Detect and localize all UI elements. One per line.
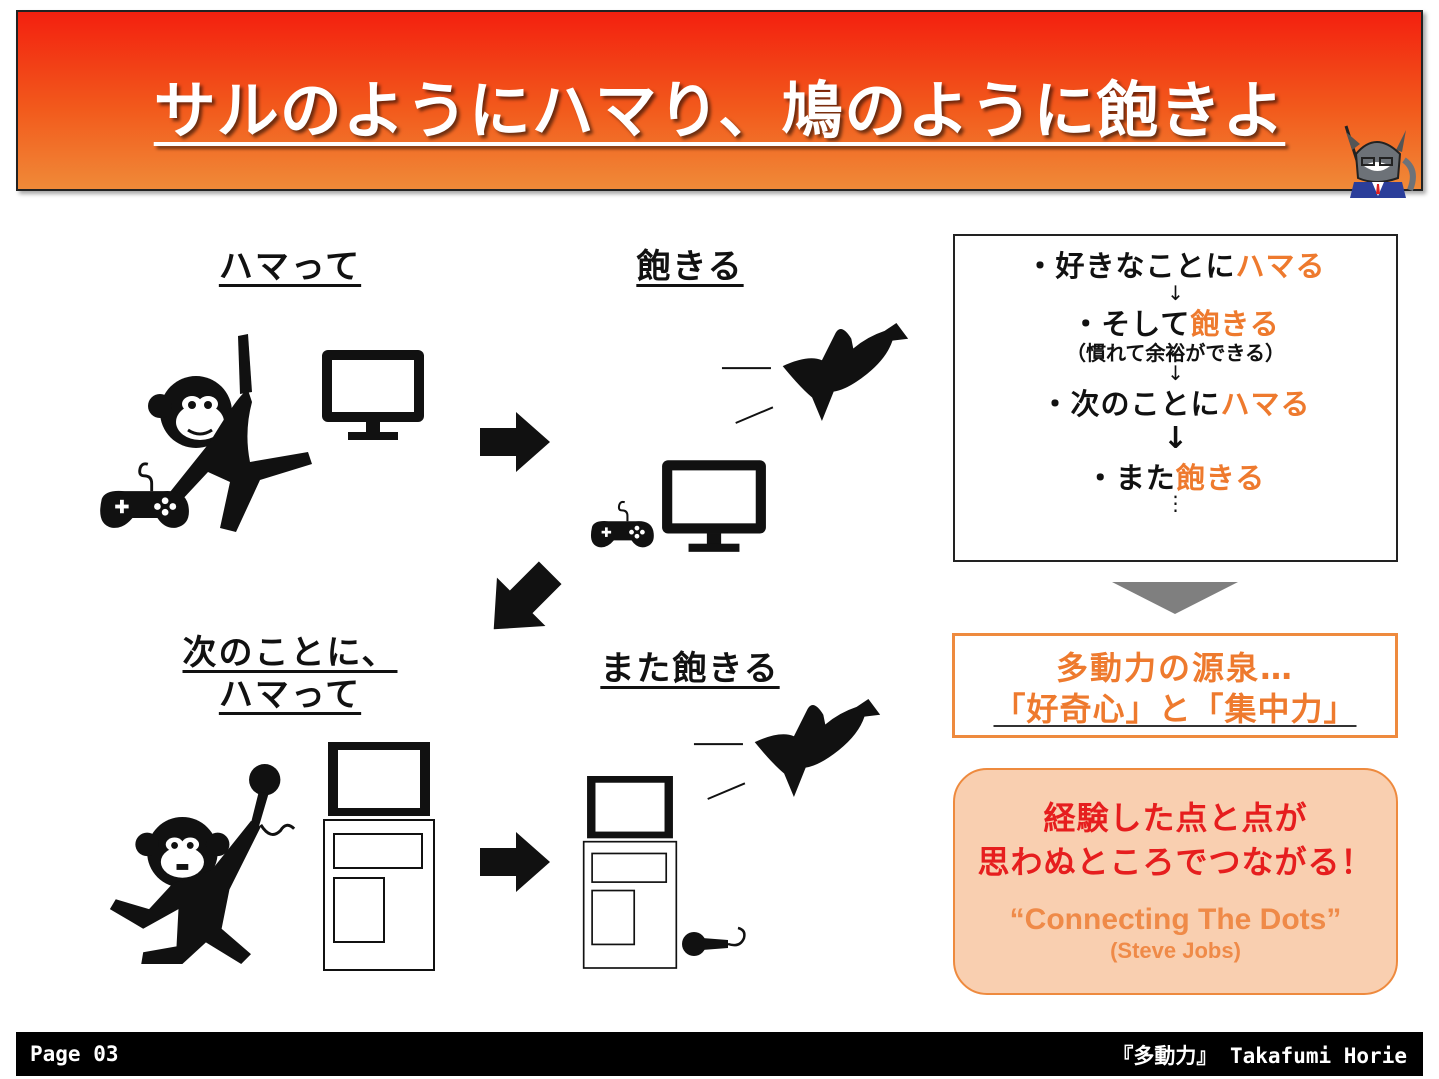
game-controller-icon [100, 462, 189, 528]
footer-bar: Page 03 『多動力』 Takafumi Horie [16, 1032, 1423, 1076]
dove-icon [721, 323, 909, 424]
flow-line-3-text: ・次のことに [1040, 387, 1221, 421]
flow-line-2-text: ・そして [1071, 307, 1191, 341]
quote-line-1: 経験した点と点が [1043, 799, 1308, 837]
flow-arrow: ↓ [1167, 361, 1184, 385]
quote-attribution: (Steve Jobs) [1110, 938, 1241, 963]
down-triangle-icon [1112, 582, 1238, 614]
source-keywords: 「好奇心」と「集中力」 [993, 690, 1357, 728]
step-label-next-line1: 次のことに、 [160, 632, 420, 674]
quote-box: 経験した点と点が 思わぬところでつながる！ “Connecting The Do… [953, 768, 1398, 995]
slide-title: サルのようにハマり、鳩のように飽きよ [153, 74, 1286, 147]
quote-english: “Connecting The Dots” [1009, 903, 1342, 936]
karaoke-machine-icon [582, 776, 678, 969]
flow-line-3: ・次のことにハマる [955, 386, 1396, 422]
title-banner: サルのようにハマり、鳩のように飽きよ [16, 10, 1423, 198]
flow-line-4-highlight: 飽きる [1175, 461, 1266, 495]
source-box: 多動力の源泉… 「好奇心」と「集中力」 [952, 633, 1398, 738]
flow-arrow: ↓ [1167, 281, 1184, 305]
monkey-hanging-icon [148, 334, 312, 532]
dove-icon [693, 699, 881, 800]
flow-line-1: ・好きなことにハマる [955, 248, 1396, 284]
right-arrow-icon [480, 412, 550, 472]
flow-line-4: ・また飽きる [955, 460, 1396, 496]
book-credit: 『多動力』 Takafumi Horie [1112, 1044, 1407, 1068]
step-label-next-line2: ハマって [218, 675, 362, 715]
flow-arrow: ↓ [1162, 421, 1189, 456]
source-heading: 多動力の源泉… [1055, 649, 1294, 687]
step-label-next-text1: 次のことに、 [182, 633, 398, 673]
flow-line-1-highlight: ハマる [1235, 249, 1326, 283]
flow-line-1-text: ・好きなことに [1025, 249, 1236, 283]
game-controller-icon [590, 500, 654, 548]
step-label-hamatte: ハマって [218, 247, 362, 287]
monitor-icon [322, 350, 424, 440]
down-left-arrow-icon [493, 561, 562, 630]
right-arrow-icon [480, 832, 550, 892]
step-label-akiru: 飽きる [636, 247, 744, 287]
page-number: Page 03 [30, 1042, 119, 1066]
flow-summary-box: ・好きなことにハマる ↓ ・そして飽きる （慣れて余裕ができる） ↓ ・次のこと… [953, 234, 1398, 562]
monitor-icon [662, 460, 766, 552]
flow-line-3-highlight: ハマる [1220, 387, 1311, 421]
step-label-again-akiru: また飽きる [600, 649, 780, 689]
quote-line-2: 思わぬところでつながる！ [977, 843, 1374, 881]
flow-line-2-highlight: 飽きる [1190, 307, 1280, 341]
flow-line-2-note: （慣れて余裕ができる） [1066, 341, 1285, 365]
mascot-wolf-teacher-icon [1344, 125, 1416, 198]
karaoke-machine-icon [323, 742, 435, 971]
flow-line-4-text: ・また [1085, 461, 1176, 495]
flow-continuation-dots: ⋮ [1165, 491, 1186, 515]
monkey-singing-icon [109, 764, 296, 964]
flow-line-2: ・そして飽きる [955, 306, 1396, 342]
microphone-icon [682, 926, 746, 956]
